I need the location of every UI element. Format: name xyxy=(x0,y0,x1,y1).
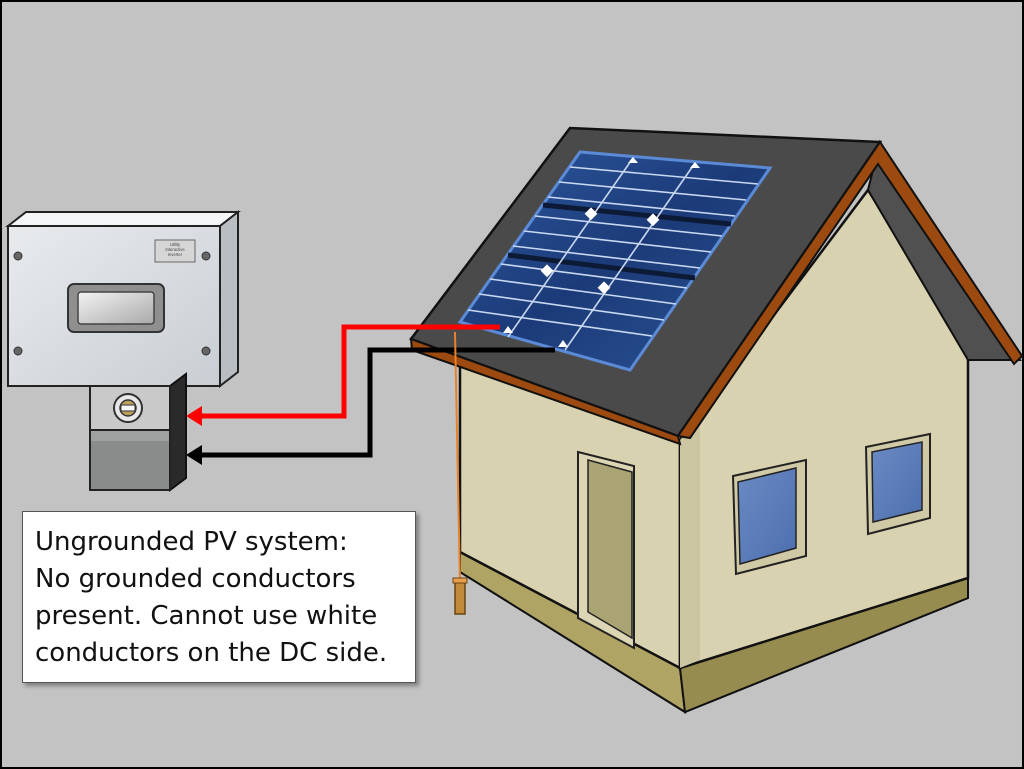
ground-rod-icon xyxy=(454,579,466,615)
pv-module xyxy=(457,150,773,372)
house-window-left xyxy=(731,458,807,576)
callout-line-3: present. Cannot use white xyxy=(35,601,378,631)
dc-disconnect xyxy=(89,372,187,492)
inverter-display xyxy=(77,291,155,325)
pv-cell-grid xyxy=(467,166,759,337)
house-window-right xyxy=(864,432,931,536)
house xyxy=(408,126,1024,714)
pv-string-gaps xyxy=(507,202,732,281)
ground-wire xyxy=(454,331,461,583)
callout-line-2: No grounded conductors xyxy=(35,564,356,594)
callout-box: Ungrounded PV system: No grounded conduc… xyxy=(22,511,416,683)
inverter-nameplate xyxy=(154,239,196,263)
negative-arrowhead xyxy=(186,445,202,465)
grounding xyxy=(452,331,468,615)
negative-conductor xyxy=(200,347,555,458)
callout-line-1: Ungrounded PV system: xyxy=(35,527,348,557)
positive-arrowhead xyxy=(186,406,202,426)
house-door xyxy=(577,450,635,650)
dc-conductors xyxy=(186,324,555,465)
callout-line-4: conductors on the DC side. xyxy=(35,638,388,668)
positive-conductor xyxy=(200,324,500,419)
roof-trim-eave xyxy=(409,337,682,446)
inverter-screws xyxy=(13,251,211,356)
